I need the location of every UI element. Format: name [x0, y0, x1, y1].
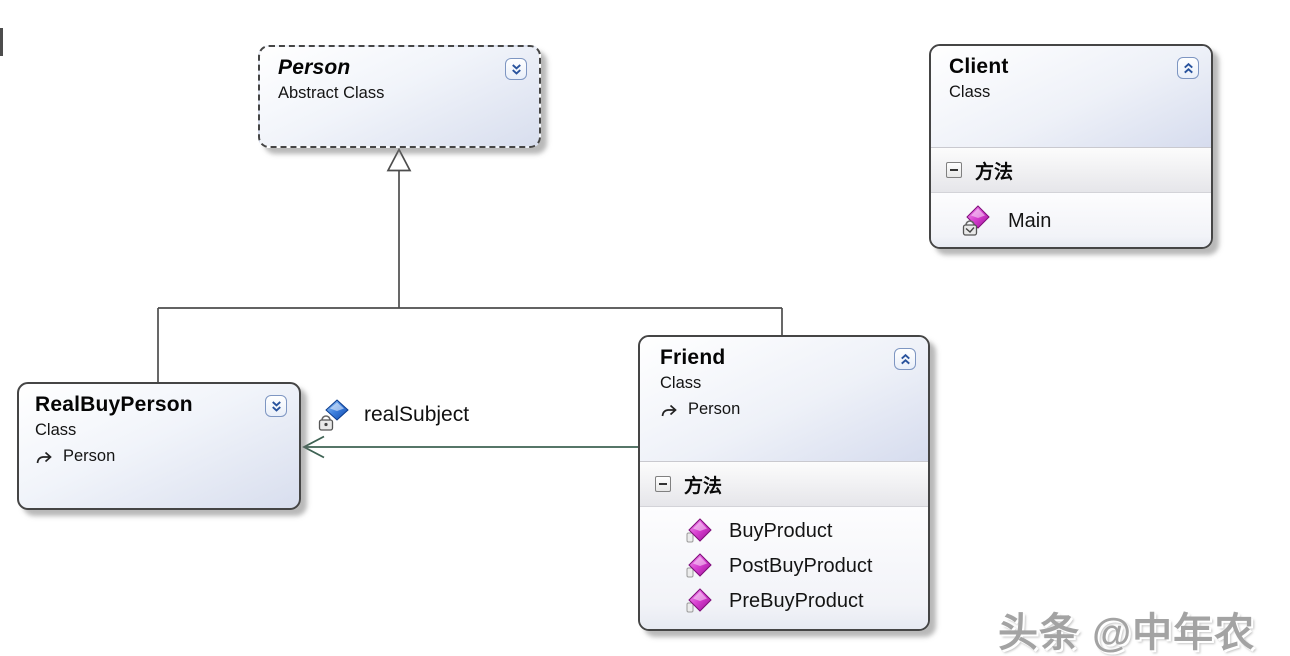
screen-edge-artifact: [0, 28, 3, 56]
class-stereotype: Class: [949, 83, 991, 101]
inherits-label: Person: [688, 400, 741, 418]
class-header-client: Client Class: [931, 46, 1211, 147]
class-box-realbuyperson[interactable]: RealBuyPerson Class Person: [17, 382, 301, 510]
section-title: 方法: [975, 161, 1014, 183]
chevron-double-up-icon: [1183, 62, 1193, 73]
method-icon: [686, 553, 712, 578]
watermark-text: 头条 @中年农码工: [998, 611, 1256, 655]
method-internal-icon: [962, 205, 990, 236]
class-title: Person: [278, 56, 351, 79]
class-stereotype: Class: [35, 421, 77, 439]
inheritance-triangle-icon: [386, 147, 412, 172]
method-label: PostBuyProduct: [729, 555, 873, 577]
class-box-person[interactable]: Person Abstract Class: [258, 45, 541, 148]
method-list: BuyProduct PostBuyProduct PreBuyProduct: [640, 507, 928, 629]
method-row[interactable]: Main: [931, 200, 1211, 242]
class-title: RealBuyPerson: [35, 393, 193, 416]
class-stereotype: Abstract Class: [278, 84, 385, 102]
inherits-label: Person: [63, 447, 116, 465]
section-header-methods: 方法: [640, 461, 928, 507]
class-box-client[interactable]: Client Class 方法: [929, 44, 1213, 249]
chevron-double-up-icon: [900, 353, 910, 364]
chevron-double-down-icon: [271, 400, 281, 412]
inherits-row: Person: [35, 447, 287, 466]
method-row[interactable]: PreBuyProduct: [640, 584, 928, 619]
method-icon: [686, 518, 712, 543]
expand-button[interactable]: [265, 395, 287, 417]
method-label: BuyProduct: [729, 520, 833, 542]
class-title: Client: [949, 55, 1009, 78]
class-title: Friend: [660, 346, 726, 369]
collapse-section-icon[interactable]: [655, 476, 671, 492]
class-header-person: Person Abstract Class: [260, 47, 539, 103]
method-row[interactable]: PostBuyProduct: [640, 549, 928, 584]
class-box-friend[interactable]: Friend Class Person 方法: [638, 335, 930, 631]
association-label: realSubject: [364, 403, 470, 426]
section-title: 方法: [684, 475, 723, 497]
method-list: Main: [931, 193, 1211, 247]
inherits-row: Person: [660, 400, 916, 419]
collapse-button[interactable]: [1177, 57, 1199, 79]
class-header-friend: Friend Class Person: [640, 337, 928, 461]
association-arrowhead-icon: [302, 435, 325, 459]
method-row[interactable]: BuyProduct: [640, 514, 928, 549]
section-header-methods: 方法: [931, 147, 1211, 193]
expand-button[interactable]: [505, 58, 527, 80]
class-header-realbuyperson: RealBuyPerson Class Person: [19, 384, 299, 466]
association-adorner: realSubject: [318, 398, 469, 432]
inheritance-arrow-icon: [661, 404, 677, 416]
chevron-double-down-icon: [511, 63, 521, 75]
method-label: PreBuyProduct: [729, 590, 864, 612]
class-stereotype: Class: [660, 374, 702, 392]
method-icon: [686, 588, 712, 613]
field-icon: [318, 399, 349, 431]
collapse-section-icon[interactable]: [946, 162, 962, 178]
method-label: Main: [1008, 209, 1052, 232]
collapse-button[interactable]: [894, 348, 916, 370]
inheritance-arrow-icon: [36, 451, 52, 463]
